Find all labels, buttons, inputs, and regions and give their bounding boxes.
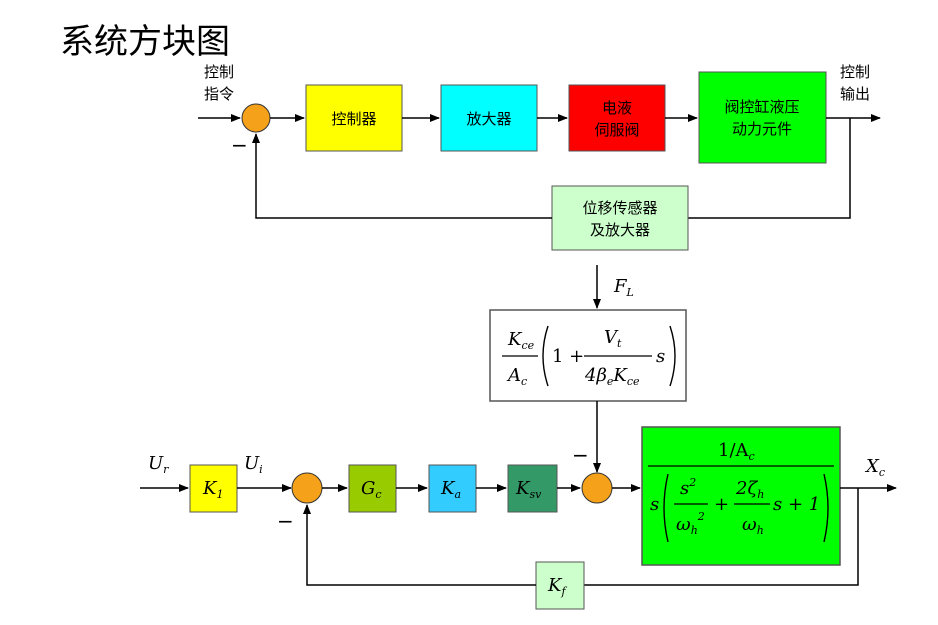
- plant-plus: +: [714, 494, 729, 515]
- top-feedback-line-a: [688, 118, 851, 219]
- top-summing-junction: [241, 103, 271, 133]
- ur-label: Ur: [148, 453, 169, 476]
- top-feedback-line-b: [252, 133, 552, 219]
- bottom-diagram: FL Kce Ac 1 + Vt 4βeKce s − Ur K1 Ui −: [140, 265, 897, 610]
- load-tf-s: s: [656, 346, 665, 367]
- bottom-feedback-line-b: [303, 504, 536, 586]
- load-tf-denominator: 4βeKce: [584, 365, 640, 388]
- plant-s2: s2: [680, 476, 696, 499]
- kf-block: [535, 561, 585, 610]
- sensor-block: [551, 185, 689, 251]
- k1-label: K1: [202, 478, 223, 501]
- actuator-label-line1: 阀控缸液压: [724, 98, 799, 116]
- controller-label: 控制器: [331, 110, 376, 128]
- page-title: 系统方块图: [60, 22, 230, 62]
- ksv-label: Ksv: [515, 478, 542, 501]
- actuator-block: [698, 71, 827, 164]
- plant-s-plus-1: s + 1: [773, 494, 820, 515]
- gc-label: Gc: [361, 478, 382, 501]
- top-output-label-line1: 控制: [840, 63, 870, 81]
- load-tf-paren-right: [669, 325, 676, 387]
- bottom-summing-junction-2: [581, 472, 613, 504]
- plant-wh2: ωh: [742, 514, 764, 537]
- ka-block: [428, 464, 477, 513]
- load-tf-paren-left: [542, 325, 549, 387]
- load-tf-kce: Kce: [507, 329, 535, 352]
- top-output-label-line2: 输出: [840, 85, 870, 103]
- ka-label: Ka: [440, 478, 461, 501]
- kf-label: Kf: [547, 575, 567, 598]
- load-tf-formula: Kce Ac 1 + Vt 4βeKce s: [502, 325, 676, 388]
- load-tf-vt: Vt: [604, 327, 622, 350]
- servo-valve-label-line1: 电液: [602, 99, 632, 117]
- bottom-feedback-line-a: [584, 488, 859, 586]
- xc-label: Xc: [864, 456, 885, 479]
- ui-label: Ui: [244, 453, 263, 476]
- bottom-summing-junction-1: [291, 472, 323, 504]
- plant-block: [641, 426, 841, 566]
- plant-formula: 1/Ac s s2 ωh2 + 2ζh ωh s + 1: [648, 440, 834, 543]
- plant-wh: ωh2: [676, 510, 705, 537]
- load-tf-one-plus: 1 +: [552, 346, 584, 367]
- amplifier-label: 放大器: [466, 110, 511, 128]
- plant-numerator: 1/Ac: [718, 440, 755, 463]
- top-diagram: 控制 指令 控制 输出 − 控制器 放大器 电液 伺服阀 阀控缸液压 动力元件: [198, 63, 881, 251]
- plant-paren-right: [823, 473, 829, 543]
- load-tf-ac: Ac: [506, 365, 527, 388]
- plant-two-zeta: 2ζh: [735, 478, 764, 501]
- gc-block: [348, 464, 397, 513]
- load-force-label: FL: [613, 276, 634, 299]
- plant-paren-left: [663, 473, 669, 543]
- sensor-label-line1: 位移传感器: [582, 199, 657, 217]
- bottom-minus-sign-2: −: [572, 443, 589, 467]
- actuator-label-line2: 动力元件: [732, 120, 792, 138]
- top-input-label-line1: 控制: [204, 63, 234, 81]
- controller-block: [305, 84, 403, 152]
- bottom-minus-sign-1: −: [277, 509, 294, 533]
- sensor-label-line2: 及放大器: [590, 221, 650, 239]
- top-minus-sign: −: [231, 133, 248, 157]
- servo-valve-label-line2: 伺服阀: [594, 121, 639, 139]
- servo-valve-block: [568, 84, 666, 152]
- plant-s: s: [650, 494, 659, 515]
- top-input-label-line2: 指令: [204, 85, 234, 103]
